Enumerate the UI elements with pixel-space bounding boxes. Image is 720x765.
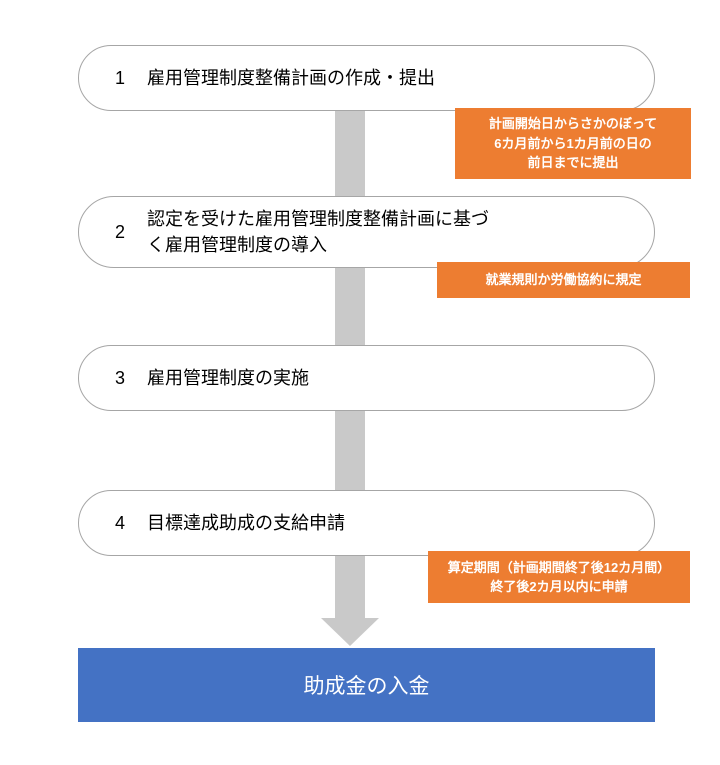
arrow-step1-to-step2 bbox=[335, 108, 365, 198]
arrow-step4-to-final-shaft bbox=[335, 553, 365, 619]
step-4-box: 4 目標達成助成の支給申請 bbox=[78, 490, 655, 556]
step-3-number: 3 bbox=[115, 367, 126, 388]
step-1-box: 1 雇用管理制度整備計画の作成・提出 bbox=[78, 45, 655, 111]
step-2-number: 2 bbox=[115, 221, 126, 242]
step-2-label: 認定を受けた雇用管理制度整備計画に基づ く雇用管理制度の導入 bbox=[147, 208, 490, 255]
step-1-callout: 計画開始日からさかのぼって 6カ月前から1カ月前の日の 前日までに提出 bbox=[455, 108, 691, 179]
step-3-label: 雇用管理制度の実施 bbox=[147, 367, 310, 388]
step-4-callout: 算定期間（計画期間終了後12カ月間） 終了後2カ月以内に申請 bbox=[428, 551, 690, 603]
step-1-number: 1 bbox=[115, 67, 126, 88]
step-2-callout: 就業規則か労働協約に規定 bbox=[437, 262, 690, 298]
step-4-number: 4 bbox=[115, 512, 126, 533]
step-1-label: 雇用管理制度整備計画の作成・提出 bbox=[147, 67, 436, 88]
step-4-label: 目標達成助成の支給申請 bbox=[147, 512, 346, 533]
arrow-step4-to-final-head-icon bbox=[321, 618, 379, 646]
final-result-label: 助成金の入金 bbox=[303, 675, 430, 698]
step-3-box: 3 雇用管理制度の実施 bbox=[78, 345, 655, 411]
final-result-box: 助成金の入金 bbox=[78, 648, 655, 722]
arrow-step2-to-step3 bbox=[335, 264, 365, 347]
step-2-box: 2 認定を受けた雇用管理制度整備計画に基づ く雇用管理制度の導入 bbox=[78, 196, 655, 268]
arrow-step3-to-step4 bbox=[335, 408, 365, 492]
